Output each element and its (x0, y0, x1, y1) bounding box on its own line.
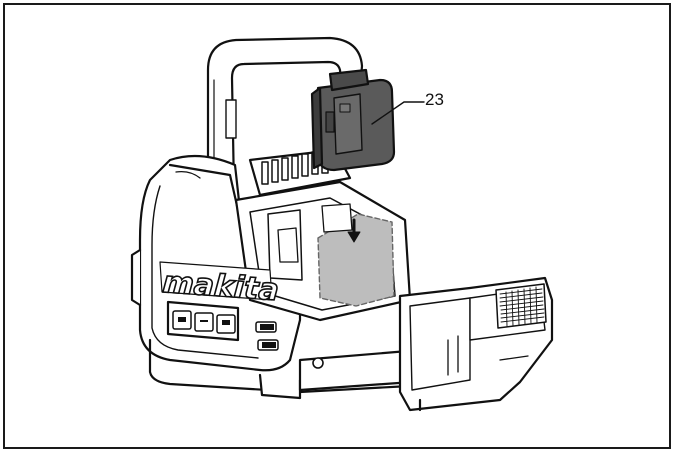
callout-number-label: 23 (425, 90, 444, 109)
cover-vent-grid (495, 283, 547, 329)
callout-leader-line (371, 101, 425, 125)
battery-compartment (234, 180, 412, 322)
side-ports (255, 321, 279, 351)
control-panel (166, 300, 240, 342)
brand-logo-icon: makita (161, 265, 279, 308)
screw-icon (312, 357, 324, 369)
battery-cartridge (310, 68, 396, 172)
brand-logo-plate (159, 261, 273, 301)
